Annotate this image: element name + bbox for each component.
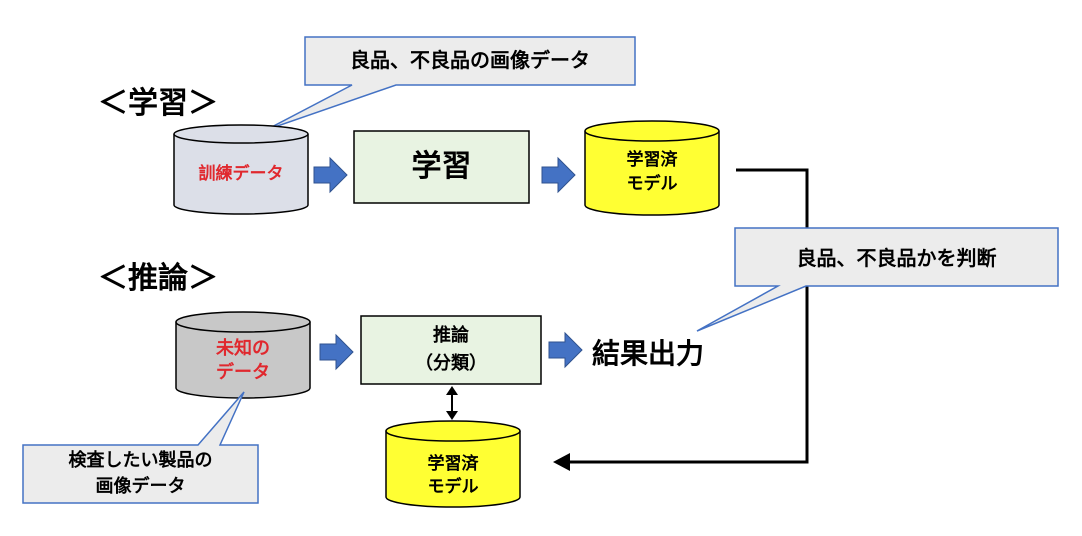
unknown-data-line1: 未知の (216, 338, 270, 359)
trained-model-top-line2: モデル (626, 174, 678, 194)
inference-model-link (446, 386, 458, 420)
inference-process-line1: 推論 (433, 325, 469, 346)
training-data-label: 訓練データ (198, 164, 284, 184)
training-process-label: 学習 (411, 149, 472, 184)
unknown-data-cylinder (175, 311, 311, 399)
result-output-label: 結果出力 (592, 337, 705, 370)
arrow-inference-to-result (548, 331, 583, 369)
training-heading: ＜学習＞ (98, 86, 218, 121)
inference-heading: ＜推論＞ (98, 261, 218, 296)
inference-process-box (360, 315, 542, 385)
training-callout-text: 良品、不良品の画像データ (350, 48, 590, 72)
arrow-training-to-model (541, 156, 576, 194)
trained-model-cylinder-bottom (385, 420, 521, 508)
inference-process-line2: （分類） (415, 353, 487, 374)
training-callout-shape (265, 36, 636, 131)
arrow-data-to-training (313, 156, 348, 194)
trained-model-bottom-line2: モデル (427, 477, 479, 497)
training-data-cylinder (173, 124, 309, 215)
trained-model-top-line1: 学習済 (626, 150, 678, 170)
trained-model-bottom-line1: 学習済 (427, 454, 479, 474)
input-callout-outline (22, 391, 259, 504)
unknown-data-line2: データ (216, 362, 270, 383)
arrow-data-to-inference (319, 333, 354, 371)
trained-model-cylinder-top (584, 120, 720, 216)
model-feedback-connector (568, 168, 809, 464)
feedback-arrowhead (553, 453, 570, 471)
input-callout-line1: 検査したい製品の (68, 450, 213, 471)
judge-callout-shape (696, 227, 1059, 332)
input-callout-line2: 画像データ (95, 476, 186, 497)
training-process-box (353, 130, 530, 204)
judge-callout-text: 良品、不良品かを判断 (796, 246, 997, 270)
